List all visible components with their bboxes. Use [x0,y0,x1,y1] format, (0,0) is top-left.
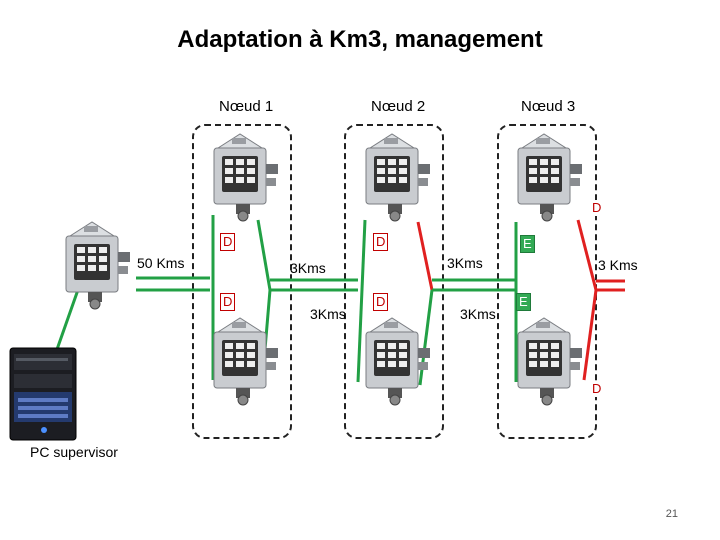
switch-n3-bottom [517,317,583,406]
node-3-label: Nœud 3 [521,98,576,115]
n3-right-vertical-bottom [582,289,598,381]
switch-n2-top [365,133,431,222]
badge-e-n3-top: E [520,235,535,253]
n2-left-vertical [356,219,367,383]
switch-n1-top [213,133,279,222]
slide-title: Adaptation à Km3, management [177,26,543,53]
n3-right-vertical-top [576,219,598,291]
switch-n3-top [517,133,583,222]
label-50kms: 50 Kms [137,255,185,271]
node-1-label: Nœud 1 [219,98,274,115]
pc-tower-icon [9,347,77,441]
badge-e-n3-bottom: E [516,293,531,311]
n2-right-vertical [416,221,434,291]
badge-d-n3-top-right: D [590,200,604,216]
label-n3-out: 3 Kms [598,257,638,273]
n2-bottom-right [418,289,434,386]
label-n2-n3-top: 3Kms [447,255,483,271]
badge-d-n1-bottom: D [220,293,236,311]
badge-d-n3-bottom-right: D [590,381,604,397]
switch-n1-bottom [213,317,279,406]
n1-right-vertical-top [256,219,272,291]
node-2-label: Nœud 2 [371,98,426,115]
badge-d-n2-top: D [373,233,389,251]
badge-d-n1-top: D [220,233,236,251]
label-n2-n3-bottom: 3Kms [460,306,496,322]
pc-supervisor-label: PC supervisor [30,444,118,460]
label-n1-n2-bottom: 3Kms [310,306,346,322]
label-n1-n2-top: 3Kms [290,260,326,276]
switch-n2-bottom [365,317,431,406]
badge-d-n2-bottom: D [373,293,389,311]
page-number: 21 [665,508,678,520]
